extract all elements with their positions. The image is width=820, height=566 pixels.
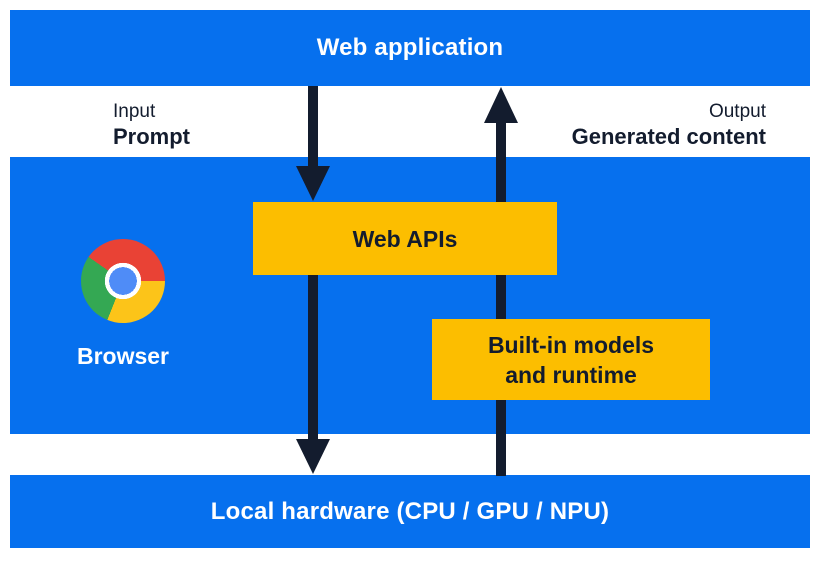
input-label-group: Input Prompt <box>113 100 190 150</box>
input-label: Input <box>113 101 156 122</box>
output-label-group: Output Generated content <box>572 100 766 150</box>
web-apis-box: Web APIs <box>253 202 557 275</box>
web-application-title: Web application <box>316 34 504 61</box>
chrome-icon <box>81 239 165 323</box>
web-apis-label: Web APIs <box>352 225 458 252</box>
output-label: Output <box>708 101 766 122</box>
builtin-models-label-line2: and runtime <box>505 361 637 388</box>
builtin-models-box: Built-in models and runtime <box>432 319 710 400</box>
prompt-label: Prompt <box>113 124 190 149</box>
local-hardware-bar: Local hardware (CPU / GPU / NPU) <box>10 475 810 548</box>
browser-label: Browser <box>76 343 170 369</box>
local-hardware-title: Local hardware (CPU / GPU / NPU) <box>210 497 610 525</box>
web-application-bar: Web application <box>10 10 810 86</box>
builtin-models-label-line1: Built-in models <box>487 331 655 358</box>
generated-content-label: Generated content <box>571 124 766 149</box>
